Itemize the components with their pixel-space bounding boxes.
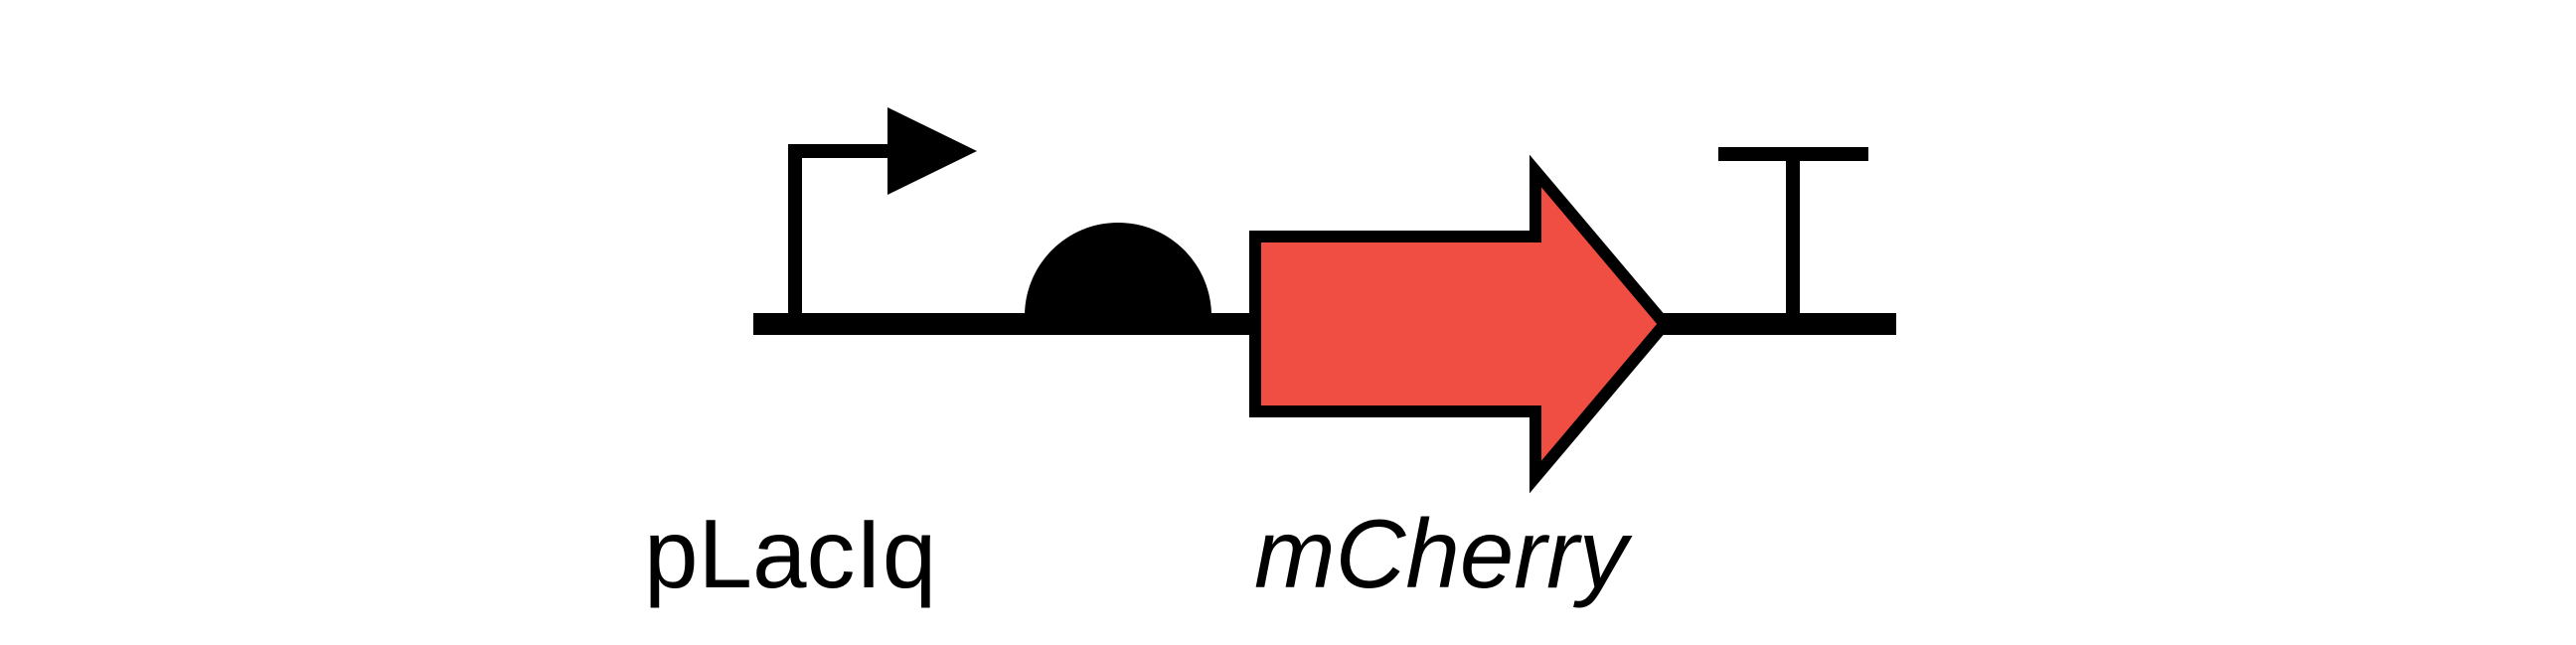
cds-arrow-glyph: [1249, 154, 1673, 494]
rbs-glyph: [1025, 223, 1211, 316]
promoter-label: pLacIq: [644, 499, 937, 608]
terminator-glyph: [1718, 147, 1868, 318]
cds-label: mCherry: [1254, 499, 1628, 608]
promoter-glyph: [788, 107, 977, 318]
